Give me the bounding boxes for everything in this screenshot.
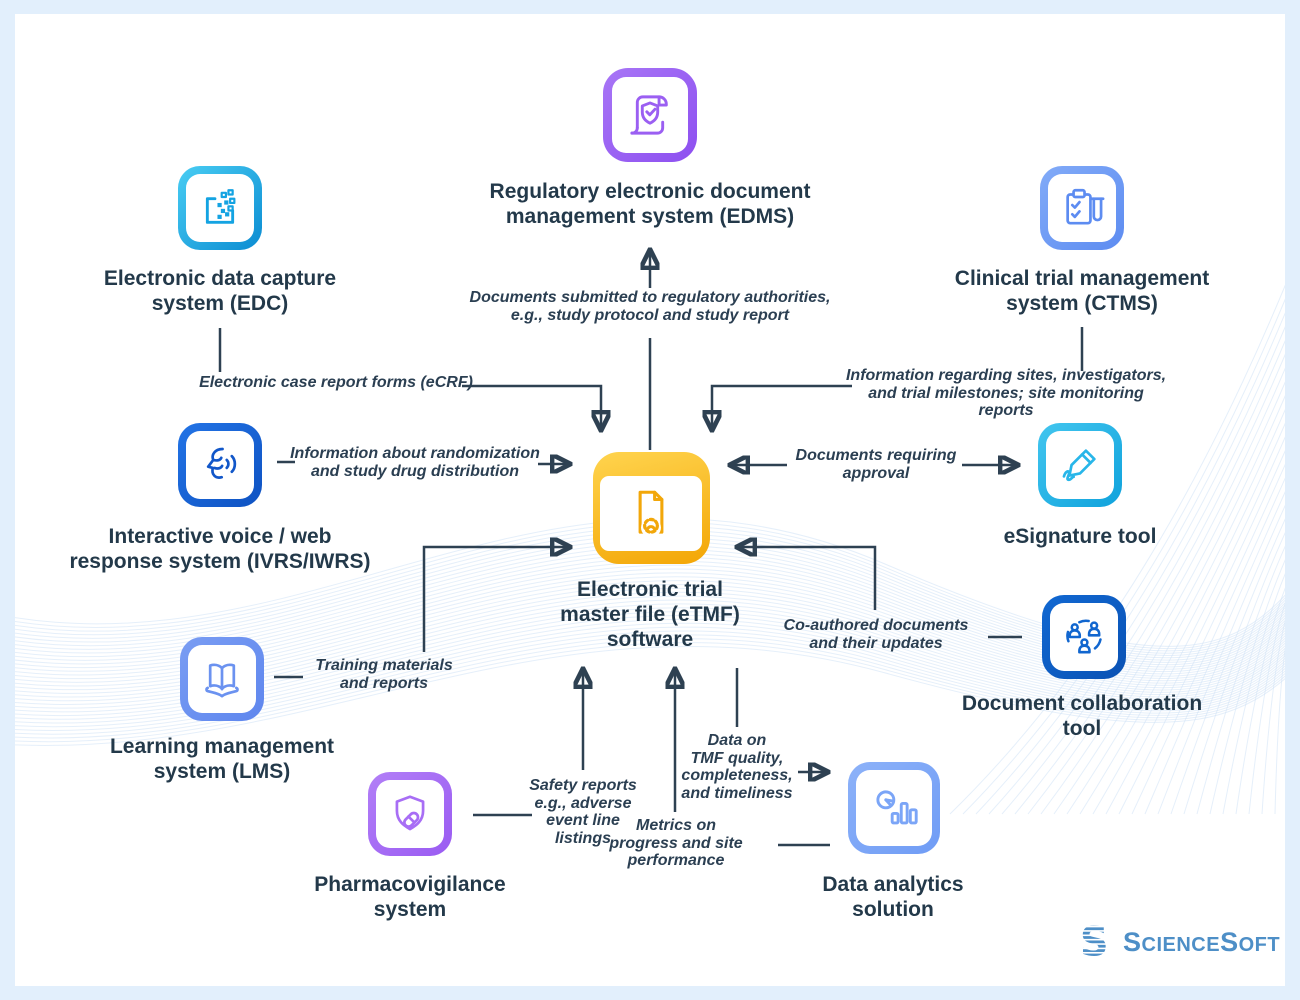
sciencesoft-wordmark: ScienceSoft [1123,927,1280,958]
edc-title: Electronic data capture system (EDC) [103,267,337,315]
edms-tile [603,68,697,162]
document-gear-icon [638,490,664,538]
data-capture-box-icon [205,189,236,224]
pharma-to-etmf-connector [473,671,583,817]
collab-to-etmf-connector [739,547,1022,639]
edc-tile [178,166,262,250]
ivrs-to-etmf-connector [277,462,568,464]
analytics-to-etmf-connector [675,671,830,847]
etmf-title: Electronic trial master file (eTMF) soft… [560,578,740,651]
open-book-icon [205,663,239,698]
pie-bars-chart-icon [876,790,918,825]
signature-pen-icon [1062,449,1096,482]
logo-cap-2: S [1220,926,1239,957]
edc-to-etmf-connector [218,328,601,428]
speaking-face-icon [206,447,237,479]
esignature-title: eSignature tool [1003,525,1157,548]
analytics-tile [848,762,940,854]
logo-small-1: cience [1141,933,1221,956]
edge-label-to-analytics: Data on TMF quality, completeness, and t… [681,732,793,802]
edge-label-with-collab: Co-authored documents and their updates [783,617,969,652]
shield-pill-icon [395,795,425,831]
ctms-tile [1040,166,1124,250]
edge-label-from-ctms: Information regarding sites, investigato… [845,367,1167,419]
lms-title: Learning management system (LMS) [109,735,335,783]
pharma-title: Pharmacovigilance system [314,873,506,921]
ivrs-title: Interactive voice / web response system … [69,525,371,573]
clipboard-testtube-icon [1066,188,1105,225]
esignature-tile [1038,423,1122,507]
sciencesoft-logo-mark: S [1079,923,1109,961]
lms-to-etmf-connector [274,547,568,679]
edge-label-from-edc: Electronic case report forms (eCRF) [199,374,473,391]
lms-tile [180,637,264,721]
etmf-tile [593,452,710,564]
edge-label-from-analytics: Metrics on progress and site performance [609,817,743,869]
edge-label-to-esignature: Documents requiring approval [795,447,957,482]
edge-label-from-pharma: Safety reports e.g., adverse event line … [529,777,637,847]
analytics-title: Data analytics solution [822,873,964,921]
logo-small-2: oft [1238,933,1281,956]
ctms-to-etmf-connector [712,327,1084,428]
scroll-shield-check-icon [630,95,668,135]
edge-label-from-lms: Training materials and reports [315,657,453,692]
etmf-to-analytics-connector [735,668,826,772]
pharma-tile [368,772,452,856]
people-network-icon [1066,619,1102,654]
sciencesoft-logo: S ScienceSoft [1078,922,1280,962]
collab-tile [1042,595,1126,679]
logo-cap-1: S [1123,926,1142,957]
edge-label-to-edms: Documents submitted to regulatory author… [469,289,831,324]
ivrs-tile [178,423,262,507]
collab-title: Document collaboration tool [961,692,1203,740]
ctms-title: Clinical trial management system (CTMS) [954,267,1210,315]
edge-label-from-ivrs: Information about randomization and stud… [290,445,540,480]
edms-title: Regulatory electronic document managemen… [489,180,811,228]
